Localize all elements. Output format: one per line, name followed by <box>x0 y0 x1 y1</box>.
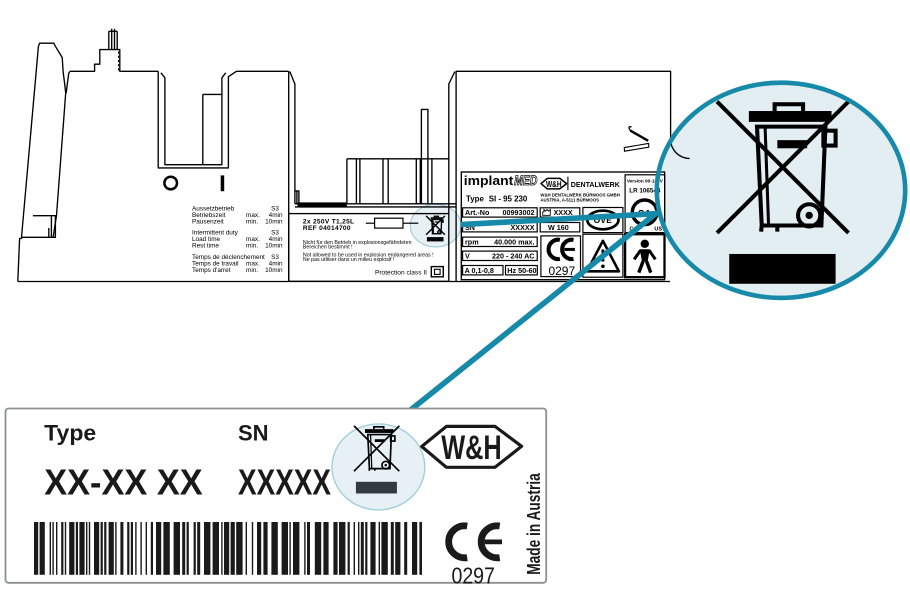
svg-text:XX-XX XX: XX-XX XX <box>44 461 203 502</box>
svg-text:Aussetzbetrieb: Aussetzbetrieb <box>192 206 235 213</box>
svg-text:0297: 0297 <box>451 562 495 588</box>
svg-text:US: US <box>654 226 662 232</box>
svg-text:min.: min. <box>246 243 258 250</box>
svg-text:A 0,1-0,8: A 0,1-0,8 <box>465 266 494 275</box>
svg-text:W&H DENTALWERK BÜRMOOS GMBH: W&H DENTALWERK BÜRMOOS GMBH <box>540 192 619 197</box>
svg-text:Temps de travail: Temps de travail <box>192 260 239 267</box>
svg-text:Made in Austria: Made in Austria <box>523 473 544 575</box>
svg-text:Intermittent duty: Intermittent duty <box>192 230 239 237</box>
svg-text:C: C <box>630 226 634 232</box>
svg-text:max.: max. <box>246 236 260 243</box>
svg-text:REF 04014700: REF 04014700 <box>303 225 351 232</box>
svg-text:Type: Type <box>466 195 484 204</box>
svg-text:max.: max. <box>246 212 260 219</box>
svg-text:ÖVE: ÖVE <box>594 215 613 225</box>
svg-text:V: V <box>465 251 470 260</box>
svg-text:Temps de déclenchement: Temps de déclenchement <box>192 254 265 261</box>
svg-text:implant: implant <box>464 173 514 188</box>
svg-text:Bereichen bestimmt !: Bereichen bestimmt ! <box>303 245 353 251</box>
svg-text:min.: min. <box>246 219 258 226</box>
svg-text:Type: Type <box>44 420 96 445</box>
svg-text:rpm: rpm <box>465 237 479 246</box>
svg-text:220 - 240 AC: 220 - 240 AC <box>492 251 534 260</box>
svg-text:4min: 4min <box>269 212 283 219</box>
svg-text:Load time: Load time <box>192 236 221 243</box>
svg-text:Pausenzeit: Pausenzeit <box>192 219 224 226</box>
svg-text:XXXXX: XXXXX <box>238 461 331 502</box>
svg-text:40.000 max.: 40.000 max. <box>494 237 534 246</box>
svg-text:2x 250V T1,25L: 2x 250V T1,25L <box>303 218 355 225</box>
svg-text:SN: SN <box>238 420 269 445</box>
svg-text:10min: 10min <box>265 267 283 274</box>
svg-text:MED: MED <box>514 173 537 188</box>
svg-text:W&H: W&H <box>546 179 562 189</box>
svg-text:SN: SN <box>465 223 475 232</box>
svg-text:Version 90-130V: Version 90-130V <box>627 178 664 183</box>
svg-text:SI - 95 230: SI - 95 230 <box>489 195 528 204</box>
svg-text:W&H: W&H <box>441 429 502 467</box>
svg-text:Ne pas utiliser dans un milieu: Ne pas utiliser dans un milieu explosif … <box>303 257 395 263</box>
svg-text:10min: 10min <box>265 219 283 226</box>
svg-text:0297: 0297 <box>548 264 575 278</box>
svg-text:max.: max. <box>246 260 260 267</box>
svg-text:Temps d'arret: Temps d'arret <box>192 267 231 274</box>
svg-text:Protection class II: Protection class II <box>375 269 427 276</box>
svg-text:4min: 4min <box>269 260 283 267</box>
svg-text:S3: S3 <box>271 230 279 237</box>
svg-text:S3: S3 <box>271 206 279 213</box>
svg-text:S3: S3 <box>271 254 279 261</box>
svg-text:W 160: W 160 <box>548 223 569 232</box>
svg-text:Betriebszeit: Betriebszeit <box>192 212 226 219</box>
svg-text:DENTALWERK: DENTALWERK <box>571 182 620 189</box>
svg-text:4min: 4min <box>269 236 283 243</box>
svg-text:min.: min. <box>246 267 258 274</box>
svg-text:AUSTRIA, A-5111 BÜRMOOS: AUSTRIA, A-5111 BÜRMOOS <box>540 197 599 202</box>
svg-text:XXXX: XXXX <box>554 208 573 217</box>
svg-text:Not allowed to be used in expl: Not allowed to be used in explosion enda… <box>303 253 434 259</box>
svg-text:Hz 50-60: Hz 50-60 <box>507 266 536 275</box>
svg-text:LR 106544: LR 106544 <box>629 187 661 194</box>
svg-text:Nicht für den Betrieb in explo: Nicht für den Betrieb in explosionsgefäh… <box>303 240 412 246</box>
svg-text:00993002: 00993002 <box>503 208 535 217</box>
svg-text:10min: 10min <box>265 243 283 250</box>
svg-text:XXXXX: XXXXX <box>511 223 535 232</box>
svg-text:Art.-No: Art.-No <box>465 208 490 217</box>
svg-text:Rest time: Rest time <box>192 243 219 250</box>
